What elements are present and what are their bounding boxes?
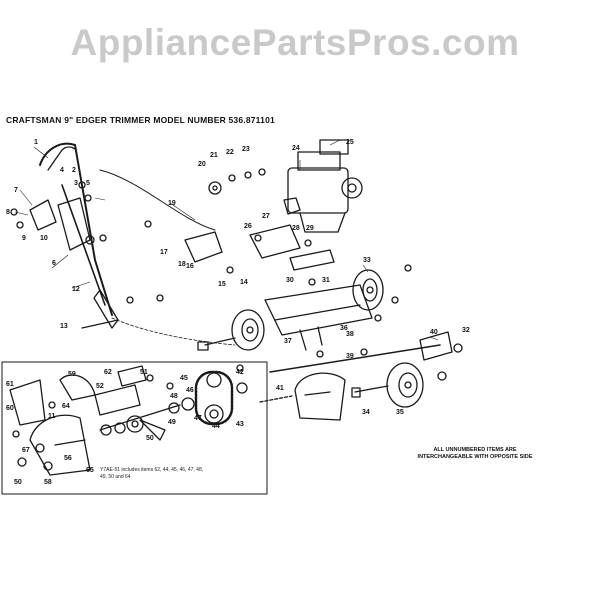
callout-46: 46 [186,387,194,394]
callout-29: 29 [306,225,314,232]
callout-41: 41 [276,385,284,392]
callout-47: 47 [194,415,202,422]
callout-67: 67 [22,447,30,454]
callout-4: 4 [60,167,64,174]
callout-64: 64 [62,403,70,410]
callout-34: 34 [362,409,370,416]
callout-22: 22 [226,149,234,156]
callout-17: 17 [160,249,168,256]
callout-3: 3 [74,180,78,187]
callout-30: 30 [286,277,294,284]
callout-50-inset: 50 [146,435,154,442]
wheel-lower-right [351,362,424,408]
callout-52: 52 [96,383,104,390]
callout-13: 13 [60,323,68,330]
callout-50: 50 [14,479,22,486]
callout-35: 35 [396,409,404,416]
callout-1: 1 [34,139,38,146]
callout-9: 9 [22,235,26,242]
callout-45: 45 [180,375,188,382]
callout-39: 39 [346,353,354,360]
wheel-front-left [197,309,265,351]
callout-20: 20 [198,161,206,168]
callout-18: 18 [178,261,186,268]
callout-10: 10 [40,235,48,242]
callout-8: 8 [6,209,10,216]
inset-box [1,361,268,495]
callout-62: 62 [104,369,112,376]
callout-59: 59 [68,371,76,378]
callout-16: 16 [186,263,194,270]
callout-44: 44 [212,423,220,430]
callout-43: 43 [236,421,244,428]
callout-19: 19 [168,200,176,207]
callout-56: 56 [64,455,72,462]
callout-24: 24 [292,145,300,152]
interchangeable-note: ALL UNNUMBERED ITEMS ARE INTERCHANGEABLE… [417,447,533,460]
callout-40: 40 [430,329,438,336]
callout-58: 58 [44,479,52,486]
callout-36: 36 [340,325,348,332]
callout-23: 23 [242,146,250,153]
kit-note: Y7AE-51 includes items 62, 44, 45, 46, 4… [100,467,204,480]
callout-11: 11 [48,413,56,420]
engine [283,139,363,233]
callout-37: 37 [284,338,292,345]
watermark: AppliancePartsPros.com [70,22,520,63]
callout-28: 28 [292,225,300,232]
belt [194,370,234,426]
callout-27: 27 [262,213,270,220]
callout-31: 31 [322,277,330,284]
callout-51: 51 [140,369,148,376]
callout-42: 42 [236,369,244,376]
callout-14: 14 [240,279,248,286]
callout-61: 61 [6,381,14,388]
callout-6: 6 [52,260,56,267]
callout-5: 5 [86,180,90,187]
handle-bar [39,142,113,316]
callout-15: 15 [218,281,226,288]
callout-33: 33 [363,257,371,264]
callout-26: 26 [244,223,252,230]
blade-guard [294,372,346,421]
callout-32: 32 [462,327,470,334]
wheel-rear-right [352,269,384,311]
callout-12: 12 [72,286,80,293]
callout-38: 38 [346,331,354,338]
callout-49: 49 [168,419,176,426]
callout-60: 60 [6,405,14,412]
callout-7: 7 [14,187,18,194]
diagram-title: CRAFTSMAN 9" EDGER TRIMMER MODEL NUMBER … [6,115,275,125]
callout-25: 25 [346,139,354,146]
callout-65: 65 [86,467,94,474]
callout-2: 2 [72,167,76,174]
callout-21: 21 [210,152,218,159]
frame [264,284,373,336]
control-cable [99,169,216,231]
callout-48: 48 [170,393,178,400]
